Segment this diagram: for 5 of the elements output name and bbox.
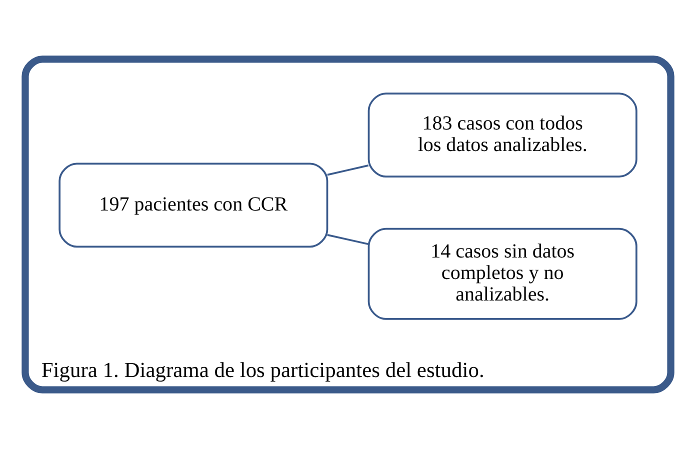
node-box: 14 casos sin datos completos y no analizables.	[368, 228, 638, 320]
node-box: 197 pacientes con CCR	[58, 162, 328, 248]
node-box: 183 casos con todos los datos analizables.	[368, 92, 638, 178]
connector	[327, 164, 369, 176]
connector	[327, 234, 369, 245]
